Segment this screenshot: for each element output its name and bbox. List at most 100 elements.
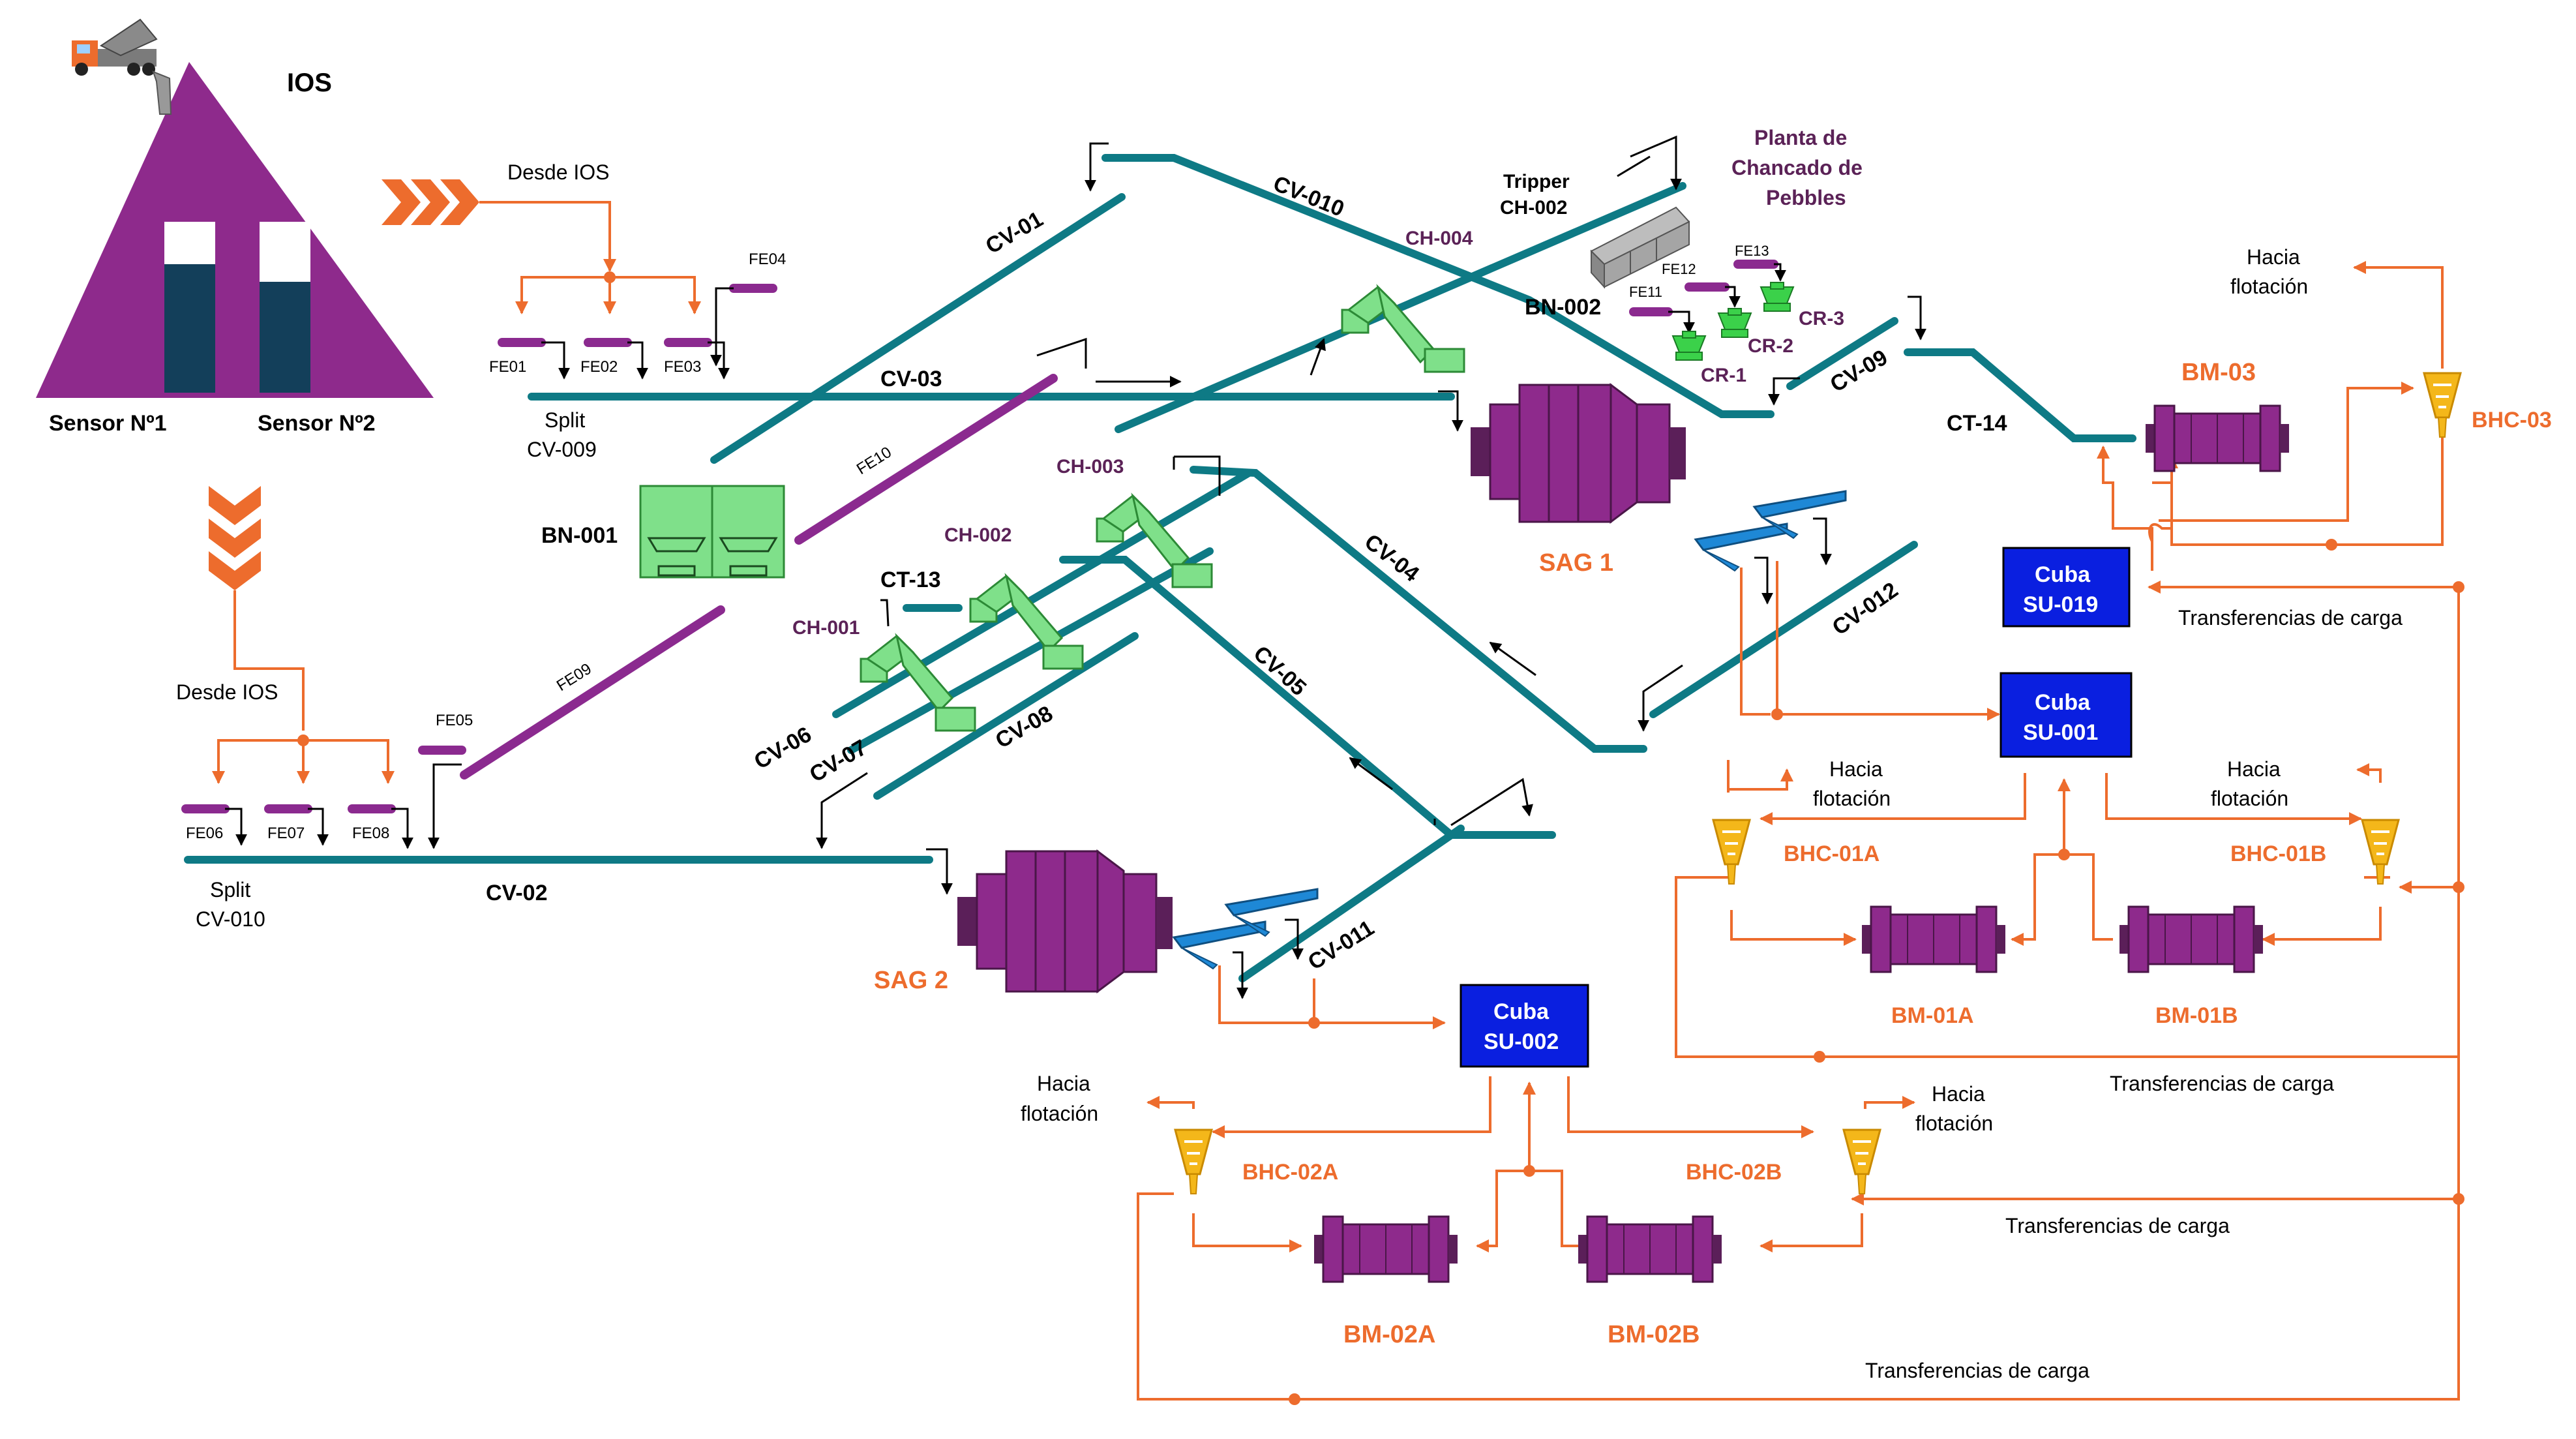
desde-ios-top-label: Desde IOS	[507, 160, 610, 184]
hacia-flotacion-02a-line1: Hacia	[1037, 1072, 1090, 1095]
cv012-label: CV-012	[1828, 577, 1903, 640]
cone-crusher-cr2	[1717, 308, 1752, 338]
bhc01a-label: BHC-01A	[1784, 841, 1880, 866]
belt-cv09	[1786, 317, 1898, 390]
split-cv009-line2: CV-009	[527, 438, 597, 461]
screen-sag2-a	[1173, 920, 1266, 970]
belt-ct14	[1904, 348, 2136, 442]
belt-cv05	[1059, 556, 1556, 839]
belt-cv06	[832, 469, 1253, 718]
su001-line1: Cuba	[2035, 690, 2091, 715]
split-cv010-line2: CV-010	[196, 907, 265, 931]
fe07-label: FE07	[267, 825, 305, 842]
cv03-label: CV-03	[880, 367, 942, 391]
hacia-flotacion-bm03-line2: flotación	[2230, 275, 2308, 298]
ios-title: IOS	[287, 68, 332, 97]
hydrocyclone-bhc03	[2423, 372, 2462, 438]
tank-su002	[1460, 984, 1589, 1068]
ball-mill-bm01b	[2118, 905, 2264, 973]
fe06-label: FE06	[186, 825, 223, 842]
fe12-label: FE12	[1662, 261, 1696, 277]
belt-cv010	[1101, 154, 1775, 418]
su019-line1: Cuba	[2035, 562, 2091, 587]
tank-su001	[1999, 672, 2133, 758]
ch001-label: CH-001	[792, 617, 860, 639]
chute-ch003	[1096, 492, 1213, 588]
bm02a-label: BM-02A	[1343, 1321, 1435, 1348]
bhc03-label: BHC-03	[2472, 408, 2552, 432]
ch004-label: CH-004	[1405, 228, 1473, 249]
chevron-down-icon	[209, 486, 261, 590]
hacia-flotacion-02a-line2: flotación	[1021, 1102, 1098, 1125]
fe13-label: FE13	[1735, 243, 1769, 259]
fe11-label: FE11	[1629, 284, 1662, 300]
hydrocyclone-bhc02a	[1174, 1128, 1213, 1195]
bn001-label: BN-001	[541, 523, 618, 548]
tripper-label-line2: CH-002	[1500, 197, 1567, 219]
cone-crusher-cr1	[1671, 331, 1707, 361]
sensor-2-label: Sensor Nº2	[258, 411, 376, 436]
su019-line2: SU-019	[2023, 592, 2098, 617]
sag-mill-1	[1471, 383, 1686, 524]
fe04-label: FE04	[749, 250, 786, 268]
pebbles-plant-line3: Pebbles	[1766, 186, 1846, 209]
belt-cv07	[847, 547, 1214, 754]
ball-mill-bm02a	[1313, 1215, 1459, 1283]
ch003-label: CH-003	[1056, 456, 1124, 477]
ct13-label: CT-13	[880, 568, 941, 592]
fe10-label: FE10	[854, 444, 895, 478]
belt-cv01	[710, 193, 1126, 464]
chevron-right-icon	[382, 179, 479, 225]
su002-line1: Cuba	[1493, 999, 1550, 1024]
ch002-label: CH-002	[944, 524, 1011, 546]
bin-bn001	[639, 485, 785, 579]
su002-line2: SU-002	[1484, 1029, 1559, 1054]
fe03-label: FE03	[664, 358, 701, 376]
fe01-label: FE01	[489, 358, 526, 376]
pebbles-plant-line2: Chancado de	[1731, 156, 1863, 179]
hacia-flotacion-02b-line1: Hacia	[1932, 1082, 1985, 1106]
belt-cv012	[1649, 541, 1918, 718]
slurry-flow-lines	[1137, 261, 2464, 1405]
sensor-2-level	[260, 282, 310, 393]
hacia-flotacion-bm03-line1: Hacia	[2247, 245, 2300, 269]
transferencias-2: Transferencias de carga	[2110, 1072, 2334, 1095]
fe05-label: FE05	[436, 712, 473, 729]
bhc01b-label: BHC-01B	[2230, 841, 2326, 866]
left-feed-line	[233, 590, 305, 731]
sensor-1-label: Sensor Nº1	[49, 411, 167, 436]
fe08-label: FE08	[352, 825, 389, 842]
bm01a-label: BM-01A	[1891, 1003, 1974, 1028]
su001-line2: SU-001	[2023, 720, 2098, 745]
chute-ch004	[1341, 284, 1465, 373]
hacia-flotacion-02b-line2: flotación	[1915, 1112, 1993, 1135]
bin-bn002	[1590, 206, 1690, 289]
sensor-1-level	[164, 264, 215, 393]
hydrocyclone-bhc01a	[1712, 819, 1751, 885]
bm01b-label: BM-01B	[2155, 1003, 2238, 1028]
transferencias-3: Transferencias de carga	[2005, 1214, 2230, 1237]
sag1-label: SAG 1	[1539, 549, 1613, 577]
ct14-label: CT-14	[1947, 411, 2007, 436]
bhc02a-label: BHC-02A	[1242, 1160, 1338, 1185]
fe02-label: FE02	[580, 358, 618, 376]
dump-truck-icon	[72, 18, 172, 115]
tripper-label-line1: Tripper	[1503, 171, 1570, 192]
chute-ch001	[860, 633, 976, 732]
belt-direction-arrows	[816, 135, 1926, 895]
tank-su019	[2002, 547, 2131, 628]
transferencias-1: Transferencias de carga	[2178, 606, 2403, 629]
hacia-flotacion-01a-line2: flotación	[1813, 787, 1891, 810]
feeder-fe09	[460, 605, 725, 780]
bhc02b-label: BHC-02B	[1686, 1160, 1782, 1185]
belt-cv04	[1190, 466, 1647, 753]
split-cv009-line1: Split	[545, 408, 585, 432]
top-feed-lines	[479, 201, 701, 314]
feeder-fe10	[794, 374, 1058, 545]
hacia-flotacion-01b-line2: flotación	[2211, 787, 2288, 810]
cv02-label: CV-02	[486, 881, 548, 905]
sag2-label: SAG 2	[874, 967, 948, 994]
ball-mill-bm02b	[1577, 1215, 1723, 1283]
screen-sag1-a	[1694, 523, 1788, 572]
belt-cv011	[1238, 825, 1465, 982]
